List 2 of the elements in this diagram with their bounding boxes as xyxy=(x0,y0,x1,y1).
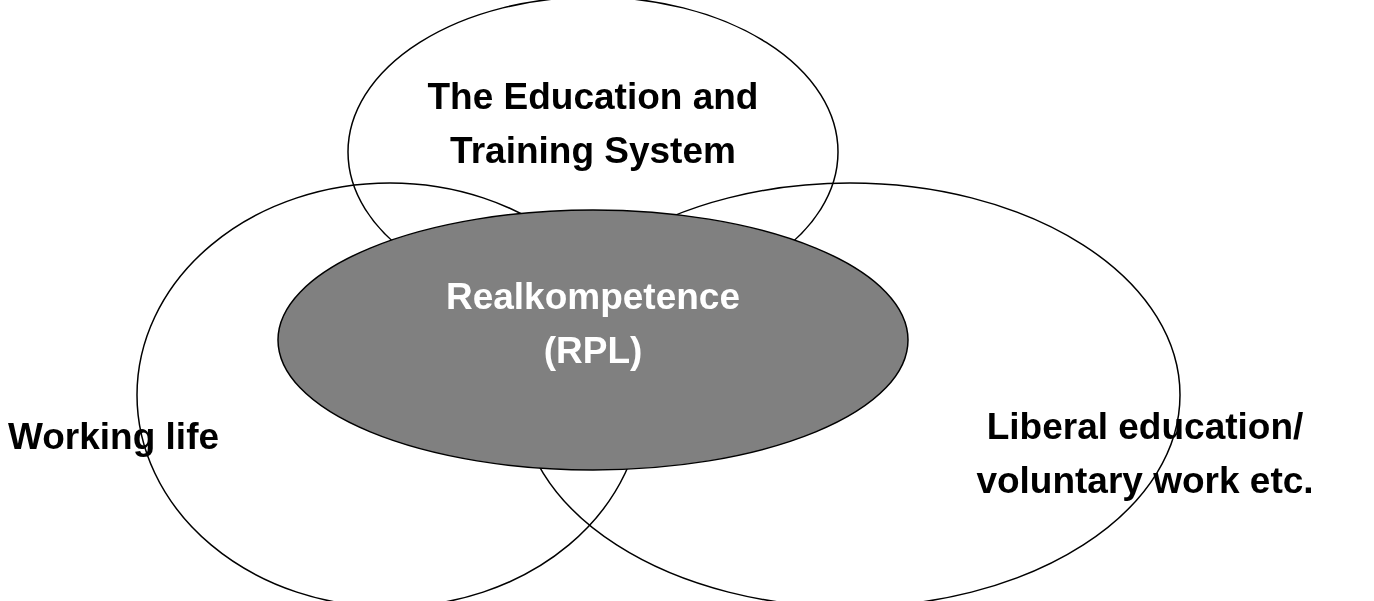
ellipse-label: Realkompetence (RPL) xyxy=(444,275,742,373)
ellipse-label: The Education and Training System xyxy=(426,75,760,173)
